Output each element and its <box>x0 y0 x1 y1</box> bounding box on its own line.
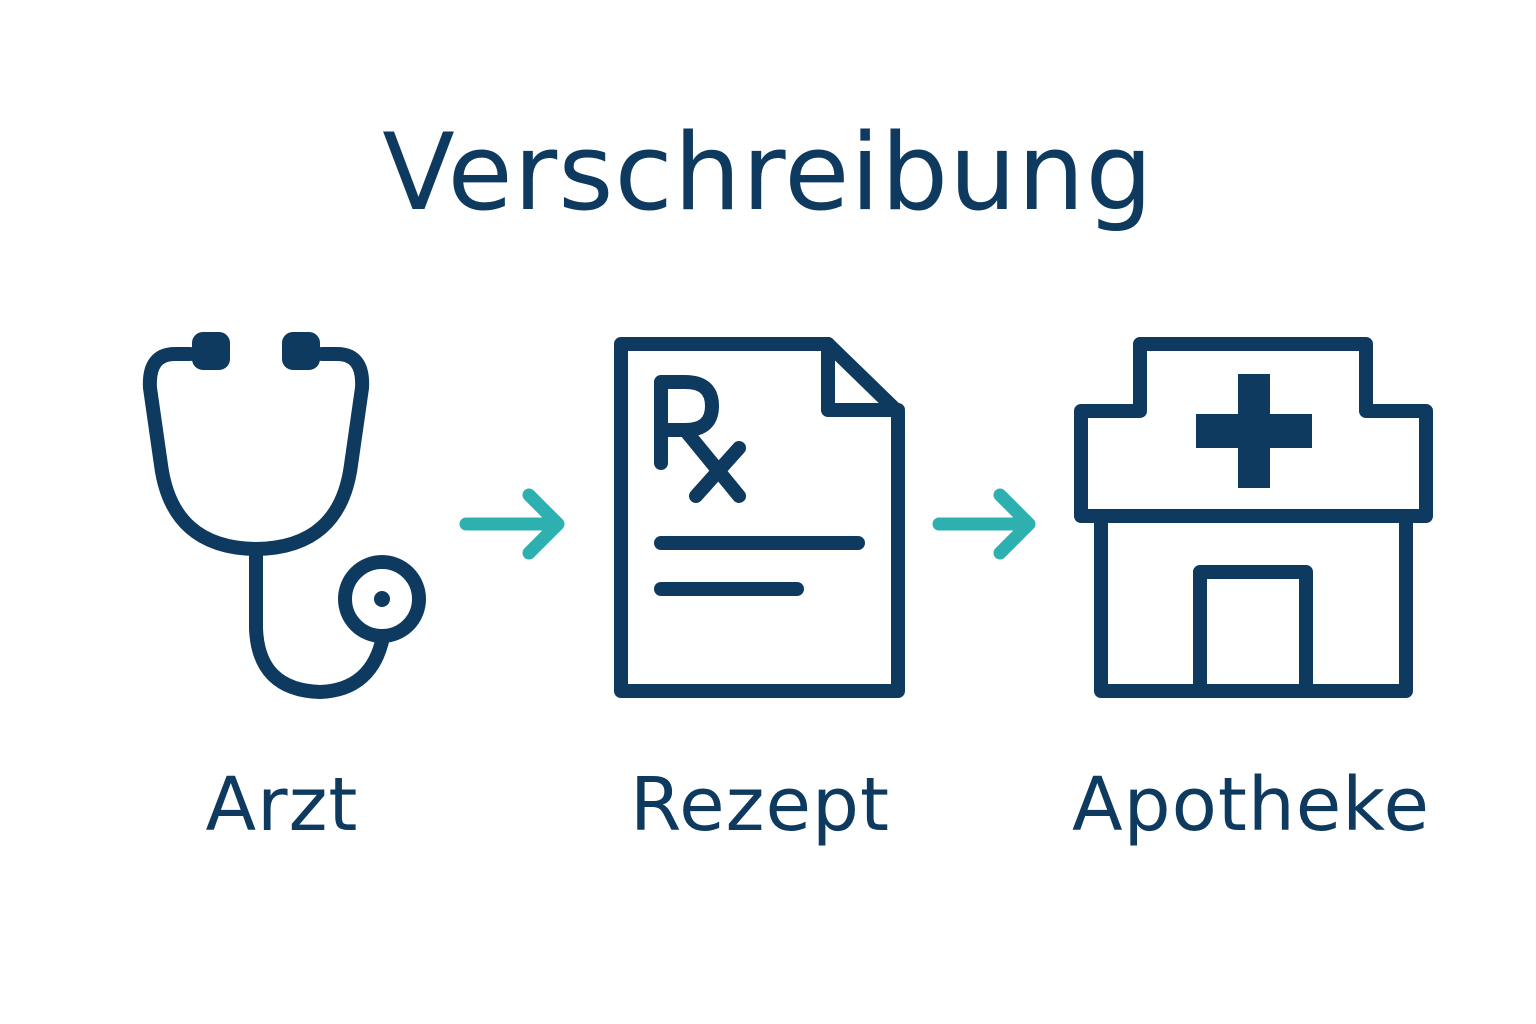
step-label-prescription: Rezept <box>630 762 890 848</box>
step-label-pharmacy: Apotheke <box>1071 762 1431 848</box>
arrow-right-icon <box>932 488 1036 560</box>
pharmacy-building-icon <box>1074 337 1433 698</box>
prescription-document-icon <box>614 337 905 698</box>
diagram-title: Verschreibung <box>382 111 1154 234</box>
stethoscope-icon <box>142 332 426 699</box>
arrow-right-icon <box>459 488 565 560</box>
medical-cross-icon <box>1196 374 1312 488</box>
step-label-doctor: Arzt <box>205 762 359 848</box>
